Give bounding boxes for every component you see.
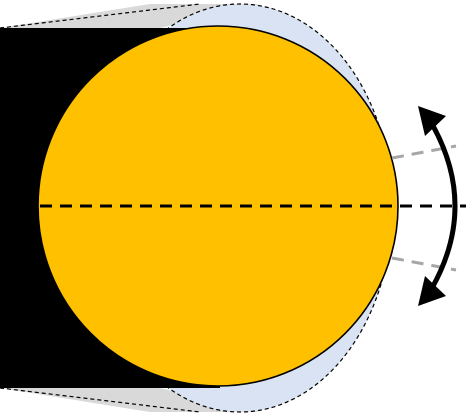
ghost-bottom-edge (0, 387, 201, 413)
orange-circle (37, 25, 399, 387)
tilted-axis-upper (391, 144, 457, 160)
ghost-top-edge (0, 3, 201, 29)
rotation-arrow-head-top (418, 106, 446, 136)
ghost-bottom-side (0, 388, 260, 412)
rotation-arrow (429, 122, 458, 290)
tilted-axis-lower (391, 256, 457, 272)
rotation-arrow-head-bottom (418, 276, 446, 306)
ghost-top-side (0, 4, 260, 28)
